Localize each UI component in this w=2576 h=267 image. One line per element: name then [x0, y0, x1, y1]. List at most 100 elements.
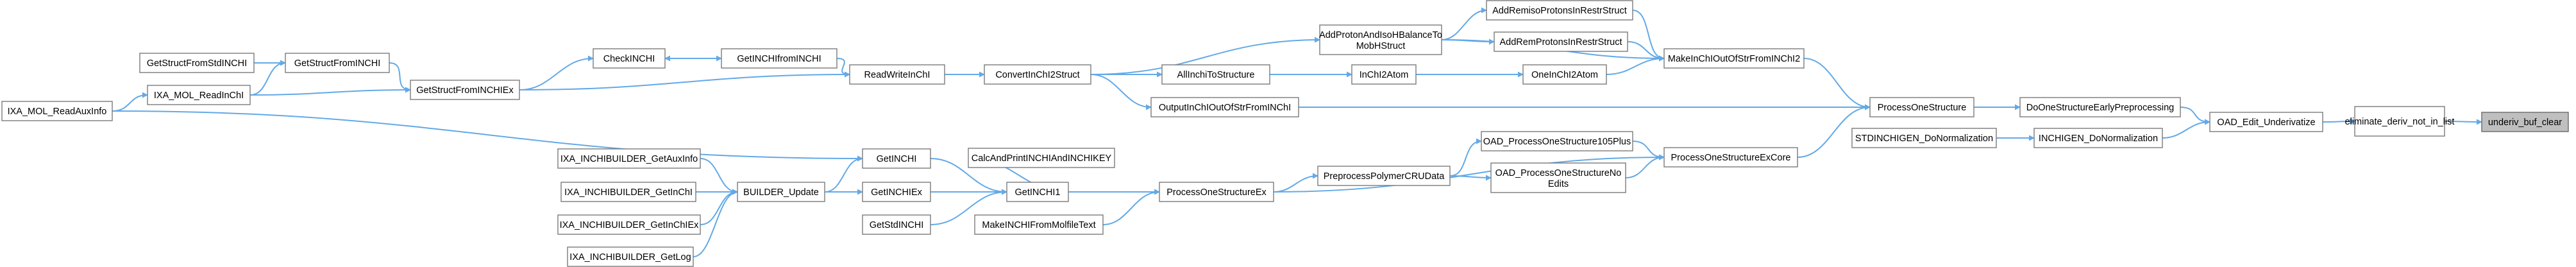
edge-ixa-inchibuilder-getinchiex-to-builder-update — [700, 189, 738, 225]
edge-eliminate-deriv-to-underiv-buf-clear — [2444, 119, 2482, 125]
node-box — [1, 101, 113, 121]
node-oneinchi2atom[interactable]: OneInChI2Atom — [1522, 64, 1607, 85]
node-label: GetStructFromINCHIEx — [416, 85, 514, 96]
node-makeinchioutofstrfrominchi2[interactable]: MakeInChIOutOfStrFromINChI2 — [1663, 48, 1805, 69]
node-label: CheckINCHI — [603, 54, 655, 64]
node-label: ReadWriteInChI — [864, 70, 930, 80]
node-box — [410, 80, 520, 100]
node-label: Edits — [1548, 179, 1569, 189]
edge-getstdinchi-to-getinchi1 — [930, 189, 1007, 225]
node-underiv-buf-clear[interactable]: underiv_buf_clear — [2481, 112, 2569, 132]
node-label: IXA_INCHIBUILDER_GetInChI — [564, 187, 693, 198]
node-box — [2019, 97, 2181, 117]
node-processonestructureexcore[interactable]: ProcessOneStructureExCore — [1663, 147, 1798, 168]
node-box — [721, 48, 838, 69]
node-box — [2209, 112, 2323, 132]
node-label: IXA_INCHIBUILDER_GetInChIEx — [560, 220, 700, 230]
node-label: GetINCHI — [877, 154, 917, 164]
node-label: underiv_buf_clear — [2488, 117, 2562, 128]
node-getinchifrominchi[interactable]: GetINCHIfromINCHI — [721, 48, 838, 69]
edge-addprotonandisohbalancetomobhstruct-to-addremprotonsinrestrstruct — [1441, 39, 1495, 45]
node-processonestructure[interactable]: ProcessOneStructure — [1869, 97, 1974, 117]
node-getstructfromstdinchi[interactable]: GetStructFromStdINCHI — [139, 53, 255, 73]
node-box — [1851, 128, 1997, 148]
node-ixa-inchibuilder-getlog[interactable]: IXA_INCHIBUILDER_GetLog — [567, 246, 694, 267]
node-getstructfrominchiex[interactable]: GetStructFromINCHIEx — [410, 80, 520, 100]
node-ixa-inchibuilder-getinchi[interactable]: IXA_INCHIBUILDER_GetInChI — [560, 182, 696, 202]
node-box — [560, 182, 696, 202]
node-doonestructureearlypreprocessing[interactable]: DoOneStructureEarlyPreprocessing — [2019, 97, 2181, 117]
node-oad-processonestructure105plus[interactable]: OAD_ProcessOneStructure105Plus — [1481, 131, 1633, 151]
edge-preprocesspolymercrudata-to-oad-processonestructurenoedits — [1449, 175, 1492, 181]
node-box — [862, 148, 931, 169]
edge-addremprotonsinrestrstruct-to-makeinchioutofstrfrominchi2 — [1627, 41, 1665, 62]
node-box — [849, 64, 945, 85]
node-readwriteinchi[interactable]: ReadWriteInChI — [849, 64, 945, 85]
node-box — [1663, 48, 1805, 69]
node-allinchitostructure[interactable]: AllInchiToStructure — [1161, 64, 1270, 85]
node-makeinchifrommolfiletext[interactable]: MakeINCHIFromMolfileText — [974, 214, 1104, 235]
node-box — [2481, 112, 2569, 132]
node-box — [139, 53, 255, 73]
node-label: PreprocessPolymerCRUData — [1324, 171, 1445, 182]
node-label: OAD_Edit_Underivatize — [2217, 117, 2315, 128]
node-calcandprintinchiandinchikey[interactable]: CalcAndPrintINCHIAndINCHIKEY — [968, 148, 1115, 168]
node-box — [557, 148, 701, 169]
edge-makeinchifrommolfiletext-to-processonestructureex — [1102, 189, 1160, 225]
edge-oad-processonestructurenoedits-to-processonestructureexcore — [1625, 154, 1665, 178]
node-processonestructureex[interactable]: ProcessOneStructureEx — [1159, 182, 1274, 202]
node-ixa-mol-readinchi[interactable]: IXA_MOL_ReadInChI — [147, 85, 251, 105]
edge-convertinchi2struct-to-addprotonandisohbalancetomobhstruct — [1090, 37, 1320, 75]
node-label: eliminate_deriv_not_in_list — [2345, 117, 2455, 127]
node-getinchi[interactable]: GetINCHI — [862, 148, 931, 169]
edge-ixa-mol-readinchi-to-getstructfrominchi — [249, 60, 286, 96]
node-getinchiex[interactable]: GetINCHIEx — [862, 182, 931, 202]
node-addremisoprotonsinrestrstruct[interactable]: AddRemisoProtonsInRestrStruct — [1486, 0, 1633, 21]
node-label: MobHStruct — [1356, 41, 1406, 51]
node-label: ProcessOneStructureEx — [1166, 187, 1267, 198]
node-label: IXA_MOL_ReadAuxInfo — [8, 107, 107, 117]
edge-oad-edit-underivatize-to-eliminate-deriv — [2322, 118, 2355, 125]
node-label: InChI2Atom — [1360, 70, 1409, 80]
node-box — [593, 48, 666, 69]
node-getstructfrominchi[interactable]: GetStructFromINCHI — [285, 53, 390, 73]
node-box — [1319, 24, 1442, 55]
node-box — [862, 182, 931, 202]
node-box — [984, 64, 1091, 85]
edge-ixa-inchibuilder-getauxinfo-to-builder-update — [700, 158, 738, 195]
edge-ixa-inchibuilder-getlog-to-builder-update — [693, 189, 738, 257]
node-checkinchi[interactable]: CheckINCHI — [593, 48, 666, 69]
node-box — [974, 214, 1104, 235]
node-oad-edit-underivatize[interactable]: OAD_Edit_Underivatize — [2209, 112, 2323, 132]
node-addremprotonsinrestrstruct[interactable]: AddRemProtonsInRestrStruct — [1494, 31, 1628, 52]
node-convertinchi2struct[interactable]: ConvertInChI2Struct — [984, 64, 1091, 85]
node-getstdinchi[interactable]: GetStdINCHI — [862, 214, 931, 235]
edge-getstructfrominchi-to-getstructfrominchiex — [389, 62, 411, 93]
edge-ixa-mol-readauxinfo-to-ixa-mol-readinchi — [112, 92, 148, 112]
node-preprocesspolymercrudata[interactable]: PreprocessPolymerCRUData — [1317, 166, 1451, 186]
node-box — [1006, 182, 1069, 202]
node-ixa-inchibuilder-getauxinfo[interactable]: IXA_INCHIBUILDER_GetAuxInfo — [557, 148, 701, 169]
node-label: INCHIGEN_DoNormalization — [2039, 134, 2158, 144]
node-box — [1481, 131, 1633, 151]
node-builder-update[interactable]: BUILDER_Update — [737, 182, 825, 202]
node-box — [557, 214, 701, 235]
node-ixa-mol-readauxinfo[interactable]: IXA_MOL_ReadAuxInfo — [1, 101, 113, 121]
node-outputinchioutofstrfrominchi[interactable]: OutputInChIOutOfStrFromINChI — [1150, 97, 1299, 117]
node-label: STDINCHIGEN_DoNormalization — [1855, 134, 1993, 144]
node-inchi2atom[interactable]: InChI2Atom — [1351, 64, 1417, 85]
node-eliminate-deriv[interactable]: eliminate_deriv_not_in_list — [2345, 106, 2455, 137]
node-box — [1161, 64, 1270, 85]
edge-getstructfrominchiex-to-checkinchi — [519, 55, 594, 90]
node-getinchi1[interactable]: GetINCHI1 — [1006, 182, 1069, 202]
node-box — [2033, 128, 2163, 148]
node-inchigen-donormalization[interactable]: INCHIGEN_DoNormalization — [2033, 128, 2163, 148]
node-label: ConvertInChI2Struct — [995, 70, 1079, 80]
node-stdinchigen-donormalization[interactable]: STDINCHIGEN_DoNormalization — [1851, 128, 1997, 148]
node-box — [1490, 162, 1626, 193]
node-ixa-inchibuilder-getinchiex[interactable]: IXA_INCHIBUILDER_GetInChIEx — [557, 214, 701, 235]
